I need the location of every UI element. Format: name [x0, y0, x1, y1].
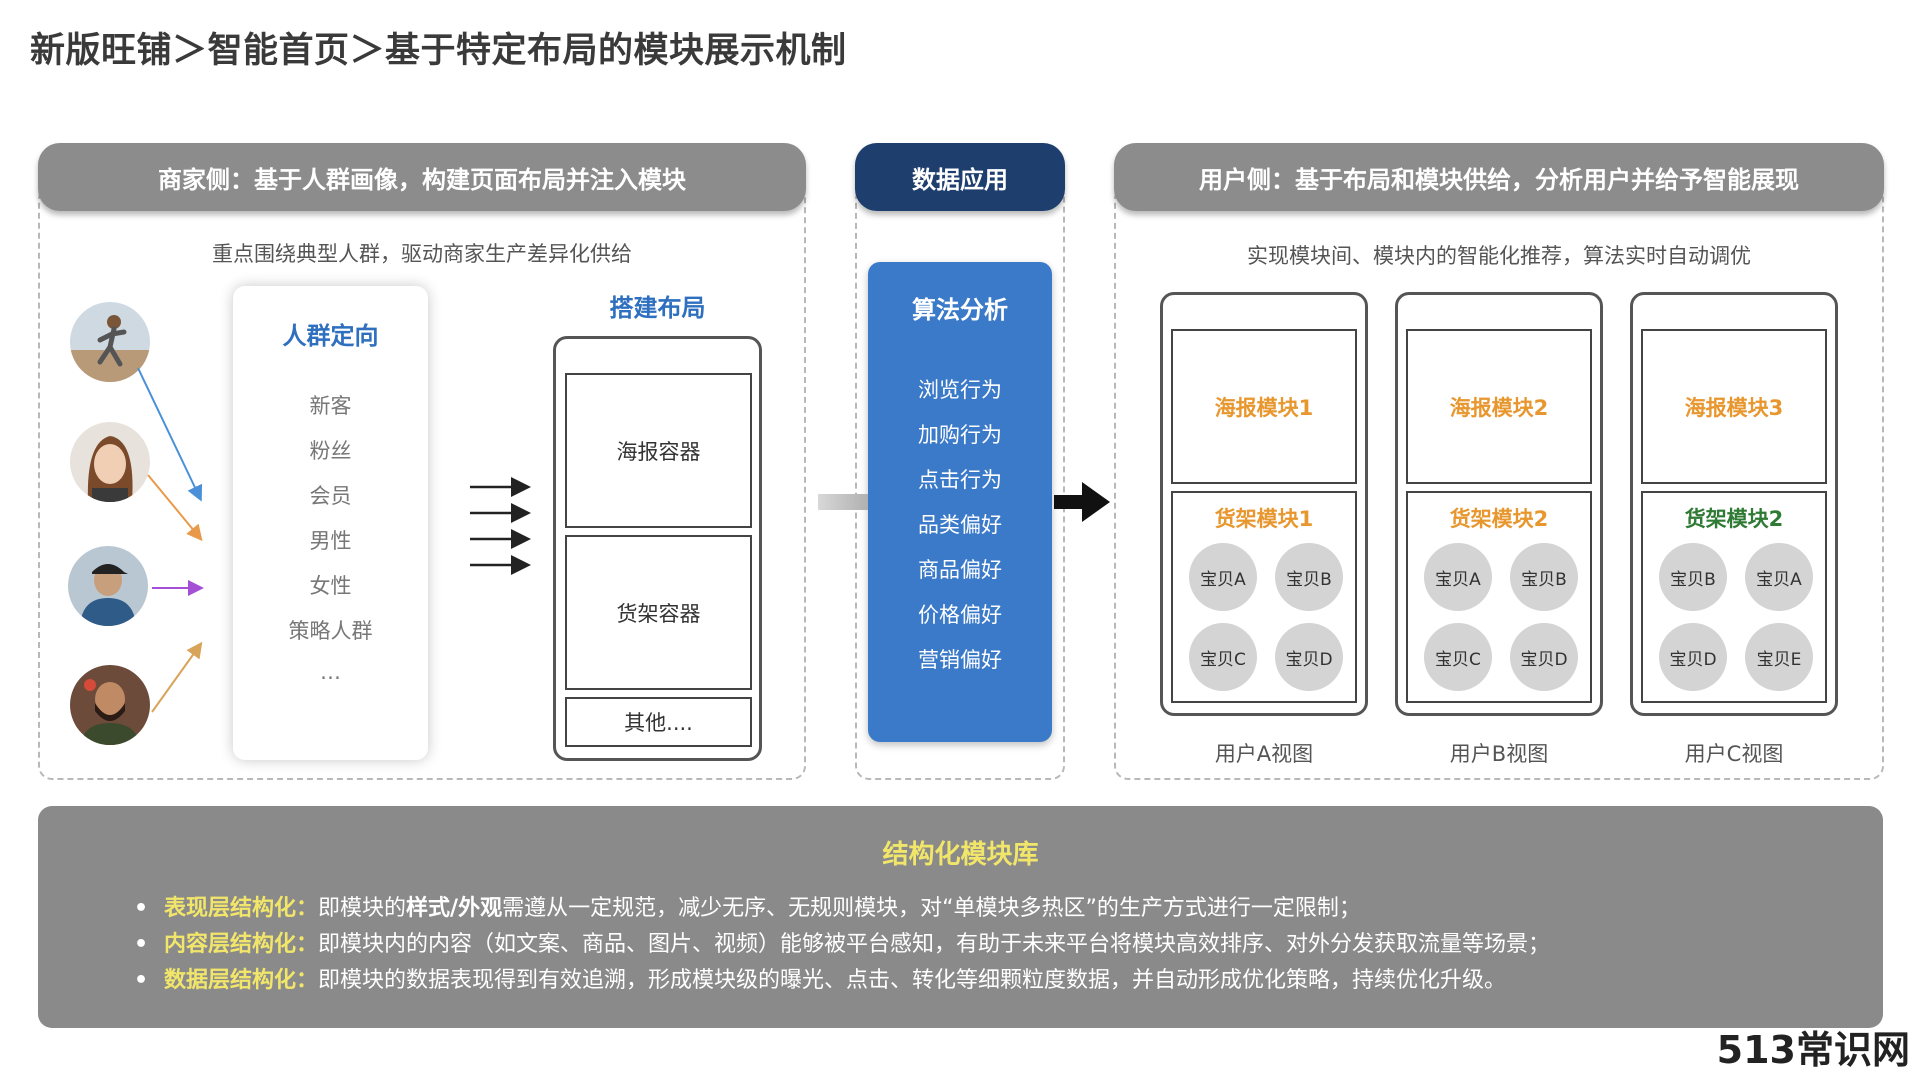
item-circle: 宝贝E — [1745, 623, 1813, 691]
item-circle: 宝贝D — [1659, 623, 1727, 691]
arrow-gold — [151, 641, 203, 713]
shelf-module-label: 货架模块1 — [1214, 507, 1314, 531]
poster-module-label: 海报模块2 — [1449, 395, 1549, 420]
item-circle: 宝贝B — [1275, 543, 1343, 611]
shelf-module: 货架模块2 宝贝A 宝贝B 宝贝C 宝贝D — [1406, 491, 1592, 703]
library-row-text: 即模块的数据表现得到有效追溯，形成模块级的曝光、点击、转化等细颗粒度数据，并自动… — [318, 968, 1507, 993]
module-library-title: 结构化模块库 — [882, 840, 1039, 870]
algorithm-item: 点击行为 — [918, 468, 1002, 492]
user-c-caption: 用户C视图 — [1684, 742, 1784, 766]
algorithm-item: 品类偏好 — [918, 513, 1002, 537]
item-circle: 宝贝D — [1510, 623, 1578, 691]
module-library-panel: 结构化模块库 • 表现层结构化：即模块的样式/外观需遵从一定规范，减少无序、无规则… — [38, 806, 1883, 1028]
arrow-orange — [147, 474, 203, 542]
merchant-subtitle: 重点围绕典型人群，驱动商家生产差异化供给 — [212, 242, 632, 266]
algorithm-title: 算法分析 — [912, 296, 1008, 324]
poster-container: 海报容器 — [565, 373, 752, 528]
user-a-caption: 用户A视图 — [1214, 742, 1314, 766]
bullet-icon: • — [134, 932, 149, 957]
audience-item: … — [320, 660, 341, 684]
library-row-label: 数据层结构化： — [164, 968, 319, 993]
audience-arrows — [137, 367, 204, 713]
avatar-man-cap — [68, 546, 148, 626]
page-title: 新版旺铺＞智能首页＞基于特定布局的模块展示机制 — [30, 31, 847, 71]
layout-phone: 海报容器 货架容器 其他.... — [553, 336, 762, 761]
user-subtitle: 实现模块间、模块内的智能化推荐，算法实时自动调优 — [1247, 244, 1751, 268]
bullet-icon: • — [134, 968, 149, 993]
library-row-text: 即模块内的内容（如文案、商品、图片、视频）能够被平台感知，有助于未来平台将模块高… — [318, 932, 1551, 957]
algorithm-item: 营销偏好 — [918, 648, 1002, 672]
item-circle: 宝贝B — [1510, 543, 1578, 611]
shelf-container: 货架容器 — [565, 535, 752, 690]
algorithm-item: 价格偏好 — [918, 603, 1002, 627]
algorithm-card: 算法分析 浏览行为 加购行为 点击行为 品类偏好 商品偏好 价格偏好 营销偏好 — [868, 262, 1052, 742]
audience-item: 粉丝 — [309, 439, 352, 463]
watermark: 513常识网 — [1716, 1028, 1910, 1072]
flow-out-arrow — [1054, 482, 1110, 522]
shelf-module: 货架模块1 宝贝A 宝贝B 宝贝C 宝贝D — [1171, 491, 1357, 703]
library-row: • 数据层结构化：即模块的数据表现得到有效追溯，形成模块级的曝光、点击、转化等细颗… — [134, 962, 1506, 994]
library-row-text: 即模块的 — [318, 896, 407, 921]
build-arrows — [470, 477, 531, 575]
avatar-bearded-man — [70, 665, 150, 745]
library-row: • 内容层结构化：即模块内的内容（如文案、商品、图片、视频）能够被平台感知，有助于… — [134, 926, 1550, 958]
audience-item: 男性 — [309, 529, 352, 553]
audience-item: 策略人群 — [288, 619, 373, 643]
algorithm-item: 浏览行为 — [918, 378, 1002, 402]
item-circle: 宝贝B — [1659, 543, 1727, 611]
poster-module: 海报模块3 — [1641, 329, 1827, 484]
item-circle: 宝贝C — [1424, 623, 1492, 691]
audience-item: 新客 — [309, 394, 352, 418]
poster-module-label: 海报模块1 — [1214, 395, 1314, 420]
library-row-emphasis: 样式/外观 — [406, 896, 503, 921]
library-row-label: 表现层结构化： — [164, 896, 319, 921]
library-row: • 表现层结构化：即模块的样式/外观需遵从一定规范，减少无序、无规则模块，对“单模… — [134, 890, 1361, 922]
build-layout-title: 搭建布局 — [609, 294, 706, 322]
algorithm-item: 加购行为 — [918, 423, 1002, 447]
other-container: 其他.... — [565, 697, 752, 747]
library-row-label: 内容层结构化： — [164, 932, 319, 957]
avatar-woman — [70, 422, 150, 502]
data-app-header: 数据应用 — [855, 143, 1065, 211]
algorithm-item: 商品偏好 — [918, 558, 1002, 582]
flow-in-arrow — [818, 494, 868, 510]
user-b-caption: 用户B视图 — [1449, 742, 1549, 766]
audience-card: 人群定向 新客 粉丝 会员 男性 女性 策略人群 … — [233, 286, 428, 760]
audience-item: 会员 — [309, 484, 352, 508]
user-a-phone: 海报模块1 货架模块1 宝贝A 宝贝B 宝贝C 宝贝D — [1160, 292, 1368, 716]
poster-module-label: 海报模块3 — [1684, 395, 1784, 420]
audience-title: 人群定向 — [282, 322, 379, 350]
user-header: 用户侧：基于布局和模块供给，分析用户并给予智能展现 — [1114, 143, 1884, 211]
shelf-module-label: 货架模块2 — [1684, 507, 1784, 531]
user-c-phone: 海报模块3 货架模块2 宝贝B 宝贝A 宝贝D 宝贝E — [1630, 292, 1838, 716]
user-b-phone: 海报模块2 货架模块2 宝贝A 宝贝B 宝贝C 宝贝D — [1395, 292, 1603, 716]
item-circle: 宝贝C — [1189, 623, 1257, 691]
poster-module: 海报模块2 — [1406, 329, 1592, 484]
shelf-module: 货架模块2 宝贝B 宝贝A 宝贝D 宝贝E — [1641, 491, 1827, 703]
arrow-blue — [137, 367, 203, 502]
library-row-text: 需遵从一定规范，减少无序、无规则模块，对“单模块多热区”的生产方式进行一定限制； — [502, 896, 1361, 921]
shelf-module-label: 货架模块2 — [1449, 507, 1549, 531]
poster-module: 海报模块1 — [1171, 329, 1357, 484]
item-circle: 宝贝A — [1424, 543, 1492, 611]
bullet-icon: • — [134, 896, 149, 921]
merchant-header: 商家侧：基于人群画像，构建页面布局并注入模块 — [38, 143, 806, 211]
item-circle: 宝贝A — [1189, 543, 1257, 611]
item-circle: 宝贝A — [1745, 543, 1813, 611]
audience-item: 女性 — [309, 574, 352, 598]
item-circle: 宝贝D — [1275, 623, 1343, 691]
